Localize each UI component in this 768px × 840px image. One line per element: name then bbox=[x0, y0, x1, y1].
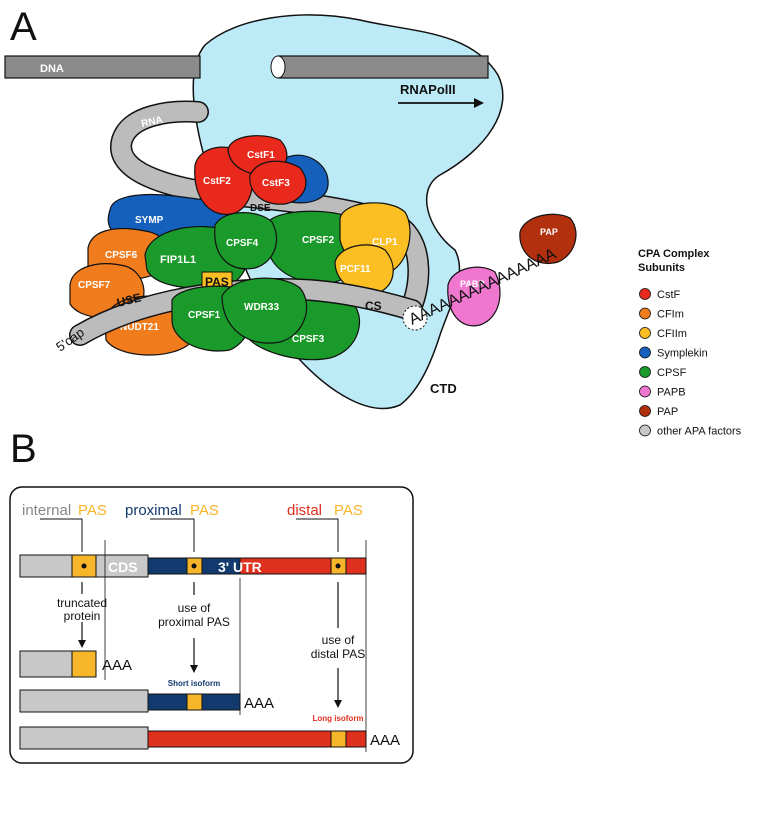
dna-bar-left bbox=[4, 55, 201, 79]
dse-label: DSE bbox=[250, 203, 271, 214]
wdr33-subunit bbox=[221, 277, 308, 344]
protein-label: protein bbox=[64, 609, 101, 623]
long-isoform-utr bbox=[147, 730, 367, 748]
cstf2-label: CstF2 bbox=[203, 176, 231, 187]
distal-pas-caption: distal PAS bbox=[311, 647, 365, 661]
legend-swatch bbox=[639, 346, 651, 359]
proximal-label: proximal bbox=[125, 502, 182, 519]
pcf11-label: PCF11 bbox=[340, 264, 371, 275]
short-aaa: AAA bbox=[244, 695, 274, 712]
cstf3-subunit bbox=[249, 160, 307, 205]
legend-swatch bbox=[639, 385, 651, 398]
short-isoform-label: Short isoform bbox=[168, 679, 220, 688]
short-isoform-cds bbox=[19, 689, 149, 713]
truncated-isoform-pas bbox=[71, 650, 97, 678]
pap-subunit bbox=[519, 213, 577, 264]
cpsf6-label: CPSF6 bbox=[105, 250, 138, 261]
cpsf1-label: CPSF1 bbox=[188, 310, 221, 321]
use-of-proximal-label: use of bbox=[178, 601, 211, 615]
legend-label: Symplekin bbox=[657, 348, 708, 360]
legend: CPA Complex Subunits bbox=[638, 248, 710, 274]
internal-pas-dot bbox=[81, 563, 87, 569]
cpsf7-label: CPSF7 bbox=[78, 280, 111, 291]
cpsf4-subunit bbox=[214, 212, 278, 270]
pap-label: PAP bbox=[540, 227, 558, 237]
dna-bar-right bbox=[277, 55, 489, 79]
nudt21-label: NUDT21 bbox=[120, 322, 159, 333]
legend-swatch bbox=[639, 424, 651, 437]
pas-label: PAS bbox=[205, 275, 229, 289]
cpsf2-label: CPSF2 bbox=[302, 235, 335, 246]
ctd-label: CTD bbox=[430, 381, 457, 396]
proximal-pas-caption: proximal PAS bbox=[158, 615, 230, 629]
legend-label: CstF bbox=[657, 289, 681, 301]
cs-label: CS bbox=[365, 299, 382, 313]
cleavage-site bbox=[402, 305, 428, 331]
internal-connector bbox=[40, 518, 83, 552]
panel-a-letter: A bbox=[10, 5, 37, 49]
legend-swatch bbox=[639, 327, 651, 339]
cstf3-label: CstF3 bbox=[262, 178, 290, 189]
internal-pas-label: PAS bbox=[78, 502, 107, 519]
proximal-arrowhead bbox=[190, 665, 198, 673]
transcription-arrowhead bbox=[474, 98, 484, 108]
legend-title-line2: Subunits bbox=[638, 262, 685, 274]
legend-swatch bbox=[639, 405, 651, 417]
cpsf3-label: CPSF3 bbox=[292, 334, 325, 345]
legend-label: PAPB bbox=[657, 387, 686, 399]
legend-swatch bbox=[639, 288, 651, 300]
long-aaa: AAA bbox=[370, 732, 400, 749]
internal-label: internal bbox=[22, 502, 71, 519]
long-isoform-cds bbox=[19, 726, 149, 750]
legend-label: other APA factors bbox=[657, 426, 742, 438]
distal-label: distal bbox=[287, 502, 322, 519]
panel-b-letter: B bbox=[10, 427, 37, 471]
short-isoform-pas bbox=[186, 693, 203, 711]
internal-arrowhead bbox=[78, 640, 86, 648]
pabp-label: PABP bbox=[460, 279, 484, 289]
distal-pas-dot bbox=[335, 563, 341, 569]
distal-connector bbox=[296, 518, 339, 552]
rna-label: RNA bbox=[140, 115, 163, 130]
distal-pas-label: PAS bbox=[334, 502, 363, 519]
wdr33-label: WDR33 bbox=[244, 302, 279, 313]
legend-label: CFIIm bbox=[657, 328, 687, 340]
truncated-label: truncated bbox=[57, 596, 107, 610]
legend-label: PAP bbox=[657, 406, 678, 418]
cstf1-label: CstF1 bbox=[247, 150, 275, 161]
legend-label: CPSF bbox=[657, 367, 687, 379]
proximal-pas-dot bbox=[191, 563, 197, 569]
dna-label: DNA bbox=[40, 63, 64, 75]
symp-label: SYMP bbox=[135, 215, 164, 226]
utr-label: 3' UTR bbox=[218, 559, 262, 575]
proximal-pas-label: PAS bbox=[190, 502, 219, 519]
rnapol-label: RNAPolII bbox=[400, 82, 456, 97]
cpsf4-label: CPSF4 bbox=[226, 238, 259, 249]
long-isoform-label: Long isoform bbox=[312, 714, 363, 723]
clp1-label: CLP1 bbox=[372, 237, 398, 248]
use-label: USE bbox=[115, 290, 142, 310]
legend-swatch bbox=[639, 307, 651, 320]
pabp-subunit bbox=[447, 266, 501, 327]
legend-label: CFIm bbox=[657, 309, 684, 321]
dna-entry-hole bbox=[270, 55, 286, 79]
proximal-connector bbox=[150, 518, 195, 552]
long-isoform-pas bbox=[330, 730, 347, 748]
use-of-distal-label: use of bbox=[322, 633, 355, 647]
legend-title: CPA Complex bbox=[638, 248, 710, 260]
cds-label: CDS bbox=[108, 559, 138, 575]
truncated-aaa: AAA bbox=[102, 657, 132, 674]
legend-swatch bbox=[639, 366, 651, 378]
fip1l1-label: FIP1L1 bbox=[160, 254, 196, 266]
distal-arrowhead bbox=[334, 700, 342, 708]
